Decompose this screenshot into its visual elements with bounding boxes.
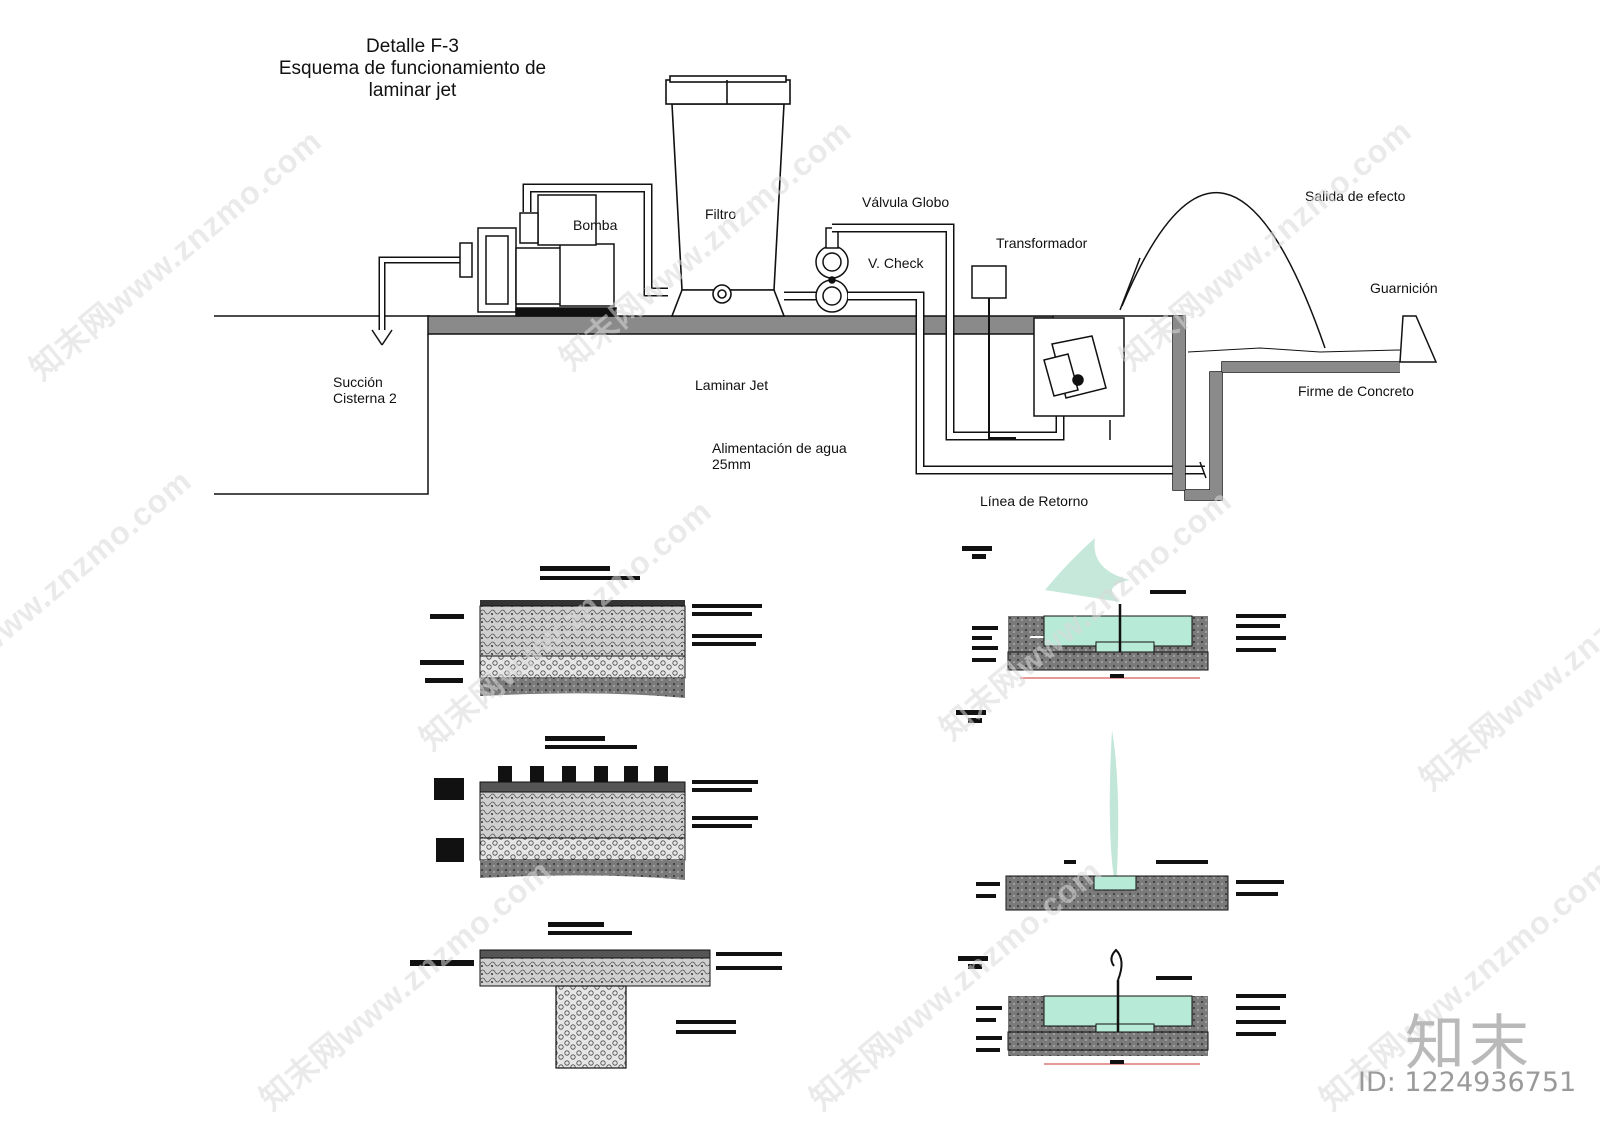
label-alimentacion: Alimentación de agua 25mm xyxy=(712,440,847,472)
watermark-logo: 知末 xyxy=(1405,1009,1533,1079)
title-line-2: Esquema de funcionamiento de xyxy=(278,57,547,79)
fountain-section-c xyxy=(958,948,1286,1065)
title-line-3: laminar jet xyxy=(368,79,457,101)
section-details xyxy=(410,538,1286,1069)
pavement-section-1 xyxy=(420,566,762,698)
laminar-nozzle xyxy=(1043,335,1107,399)
label-firme-concreto: Firme de Concreto xyxy=(1298,383,1414,399)
label-laminar-jet: Laminar Jet xyxy=(695,377,769,393)
label-transformador: Transformador xyxy=(996,235,1088,251)
label-filtro: Filtro xyxy=(705,206,737,222)
pump xyxy=(459,194,617,317)
filter xyxy=(665,75,791,317)
fountain-section-a xyxy=(962,538,1286,679)
check-valve xyxy=(815,227,849,313)
label-linea-retorno: Línea de Retorno xyxy=(980,493,1089,509)
label-alimentacion-line-1: Alimentación de agua xyxy=(712,440,847,456)
transformer xyxy=(971,265,1007,299)
fountain-section-b xyxy=(956,710,1284,911)
label-salida-efecto: Salida de efecto xyxy=(1305,188,1406,204)
label-succion-line-1: Succión xyxy=(333,374,383,390)
label-bomba: Bomba xyxy=(573,217,618,233)
label-succion-line-2: Cisterna 2 xyxy=(333,390,397,407)
label-succion: Succión Cisterna 2 xyxy=(333,374,397,406)
label-v-check: V. Check xyxy=(868,255,924,271)
pavement-section-3 xyxy=(410,922,782,1069)
title-line-1: Detalle F-3 xyxy=(366,36,459,57)
watermark-id: ID: 1224936751 xyxy=(1358,1067,1577,1098)
label-alimentacion-line-2: 25mm xyxy=(712,456,751,473)
jet-arc xyxy=(1121,191,1326,349)
curb xyxy=(1399,315,1438,363)
drawing-title: Detalle F-3 Esquema de funcionamiento de… xyxy=(240,36,585,102)
pavement-section-2 xyxy=(434,736,758,880)
label-valvula-globo: Válvula Globo xyxy=(862,194,950,210)
laminar-jet-schematic xyxy=(214,75,1438,501)
label-guarnicion: Guarnición xyxy=(1370,280,1438,296)
concrete-slab xyxy=(427,315,1054,335)
cistern-wall xyxy=(214,334,429,495)
